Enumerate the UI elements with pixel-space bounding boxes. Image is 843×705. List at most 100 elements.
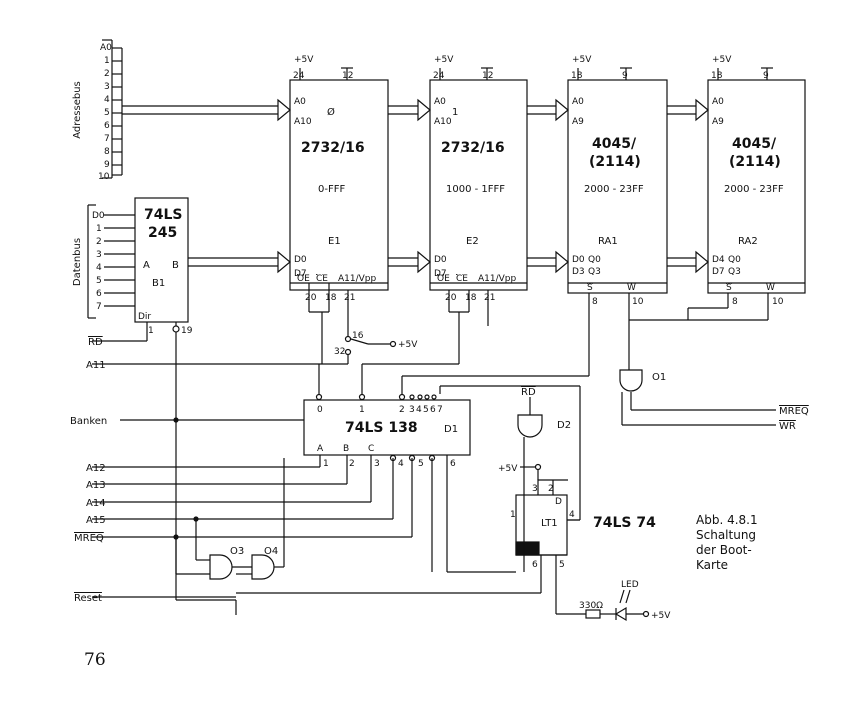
ra1-pin10: 10 bbox=[632, 297, 644, 307]
e2-addr-bot: A10 bbox=[434, 117, 452, 127]
led-vcc: +5V bbox=[651, 611, 671, 621]
e1-ref: E1 bbox=[328, 236, 341, 247]
resistor bbox=[585, 609, 601, 619]
ra2-vcc: +5V bbox=[712, 55, 732, 65]
jumper-vcc: +5V bbox=[398, 340, 418, 350]
d1-pin4: 4 bbox=[398, 459, 404, 469]
ra1-gnd-pin: 9 bbox=[622, 71, 628, 81]
e1-ce: CE bbox=[316, 274, 328, 284]
signal-wr: WR bbox=[779, 421, 796, 432]
d1-out-0: 0 bbox=[317, 405, 323, 415]
signal-banken: Banken bbox=[70, 416, 107, 427]
d1-out-2: 2 bbox=[399, 405, 405, 415]
data-line-3: 3 bbox=[96, 250, 102, 260]
lt1-pin5: 5 bbox=[559, 560, 565, 570]
ra2-pin10: 10 bbox=[772, 297, 784, 307]
addr-line-3: 3 bbox=[104, 82, 110, 92]
d1-out-5: 5 bbox=[423, 405, 429, 415]
ra1-q-bot: Q3 bbox=[588, 267, 601, 277]
ra2-addr-bot: A9 bbox=[712, 117, 724, 127]
figure-caption: Abb. 4.8.1 Schaltung der Boot- Karte bbox=[696, 513, 758, 573]
jumper-pin-a: 16 bbox=[352, 331, 364, 341]
ra1-w: W bbox=[627, 283, 636, 293]
ra1-ref: RA1 bbox=[598, 236, 618, 247]
gate-o4-label: O4 bbox=[264, 546, 278, 557]
addr-line-4: 4 bbox=[104, 95, 110, 105]
ra2-ref: RA2 bbox=[738, 236, 758, 247]
signal-a15: A15 bbox=[86, 515, 106, 526]
ra1-name-2: (2114) bbox=[589, 154, 641, 170]
ra1-data-bot: D3 bbox=[572, 267, 585, 277]
e1-a11: A11/Vpp bbox=[338, 274, 377, 284]
b1-name-2: 245 bbox=[148, 225, 177, 241]
d1-in-a: A bbox=[317, 444, 324, 454]
ra2-data-top: D4 bbox=[712, 255, 725, 265]
ra1-addr-top: A0 bbox=[572, 97, 584, 107]
signal-rd: RD bbox=[88, 337, 103, 348]
e2-data-bot: D7 bbox=[434, 269, 447, 279]
caption-line-4: Karte bbox=[696, 558, 729, 572]
ra2-s: S bbox=[726, 283, 732, 293]
addr-line-6: 6 bbox=[104, 121, 110, 131]
e2-oe: OE bbox=[437, 274, 450, 284]
addr-line-9: 9 bbox=[104, 160, 110, 170]
e2-vcc: +5V bbox=[434, 55, 454, 65]
d1-out-1: 1 bbox=[359, 405, 365, 415]
gate-o4 bbox=[251, 554, 275, 580]
lt1-pin6: 6 bbox=[532, 560, 538, 570]
lt1-vcc: +5V bbox=[498, 464, 518, 474]
b1-chip bbox=[134, 197, 189, 323]
lt1-ref: LT1 bbox=[541, 518, 558, 529]
signal-a11: A11 bbox=[86, 360, 106, 371]
lt1-d: D bbox=[555, 497, 562, 507]
ra2-name-1: 4045/ bbox=[732, 136, 777, 152]
ra1-name-1: 4045/ bbox=[592, 136, 637, 152]
d1-pin1: 1 bbox=[323, 459, 329, 469]
e2-pin20: 20 bbox=[445, 293, 457, 303]
ra2-chip bbox=[707, 79, 806, 294]
d1-out-3: 3 bbox=[409, 405, 415, 415]
lt1-pin4: 4 bbox=[569, 510, 575, 520]
e1-data-top: D0 bbox=[294, 255, 307, 265]
b1-b: B bbox=[172, 260, 179, 271]
signal-mreq-2: MREQ bbox=[779, 406, 809, 417]
e1-pin20: 20 bbox=[305, 293, 317, 303]
e2-range: 1000 - 1FFF bbox=[446, 184, 505, 195]
gate-d2-label: D2 bbox=[557, 420, 571, 431]
data-bus-bracket bbox=[87, 204, 135, 319]
lt1-name: 74LS 74 bbox=[593, 515, 656, 531]
d1-in-c: C bbox=[368, 444, 374, 454]
d1-out-4: 4 bbox=[416, 405, 422, 415]
e1-name: 2732/16 bbox=[301, 140, 365, 156]
b1-pin1: 1 bbox=[148, 326, 154, 336]
ra1-data-top: D0 bbox=[572, 255, 585, 265]
b1-ref: B1 bbox=[152, 278, 165, 289]
e2-ref: E2 bbox=[466, 236, 479, 247]
addr-line-0: A0 bbox=[100, 43, 112, 53]
e2-gnd-pin: 12 bbox=[482, 71, 493, 81]
gate-d2 bbox=[517, 414, 543, 438]
e1-vcc: +5V bbox=[294, 55, 314, 65]
signal-a12: A12 bbox=[86, 463, 106, 474]
ra1-pin8: 8 bbox=[592, 297, 598, 307]
b1-name-1: 74LS bbox=[144, 207, 183, 223]
ra2-data-bot: D7 bbox=[712, 267, 725, 277]
data-line-5: 5 bbox=[96, 276, 102, 286]
lt1-pin2: 2 bbox=[548, 484, 554, 494]
d1-pin2: 2 bbox=[349, 459, 355, 469]
d1-pin6: 6 bbox=[450, 459, 456, 469]
e1-pin18: 18 bbox=[325, 293, 337, 303]
ra2-gnd-pin: 9 bbox=[763, 71, 769, 81]
ra1-vcc-pin: 18 bbox=[571, 71, 583, 81]
signal-a14: A14 bbox=[86, 498, 106, 509]
d1-out-7: 7 bbox=[437, 405, 443, 415]
b1-dir: Dir bbox=[138, 312, 151, 322]
ra2-q-bot: Q3 bbox=[728, 267, 741, 277]
d1-out-6: 6 bbox=[430, 405, 436, 415]
data-bus-label: Datenbus bbox=[72, 238, 83, 286]
d1-pin3: 3 bbox=[374, 459, 380, 469]
ra1-s: S bbox=[587, 283, 593, 293]
e2-addr-top: A0 bbox=[434, 97, 446, 107]
d2-rd: RD bbox=[521, 387, 536, 398]
ra2-addr-top: A0 bbox=[712, 97, 724, 107]
